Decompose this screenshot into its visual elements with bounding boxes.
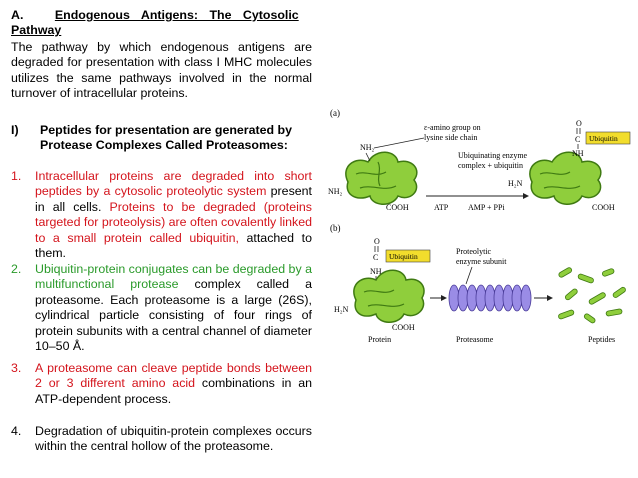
nh2-end-label: NH₂ [328,187,343,196]
proteasome-ring [475,284,487,312]
item-1-black-text-2: attached to them. [35,230,312,261]
protein-b-icon [353,269,425,323]
item-3-red-text: A proteasome can cleave peptide bonds be… [35,361,312,391]
heading-letter: A. [11,8,24,22]
item-3-number: 3. [11,361,22,375]
section-i-number: I) [11,123,19,137]
enzyme-label-1: Ubiquinating enzyme [458,151,528,160]
heading-title-line2: Pathway [11,23,62,38]
section-i-heading: I) Peptides for presentation are generate… [11,123,312,154]
protein-label: Protein [368,335,391,344]
panel-a-label: (a) [330,108,340,118]
proteasome-ring [502,284,514,312]
list-item: 2. Ubiquitin-protein conjugates can be d… [11,262,312,354]
panel-b-label: (b) [330,223,341,233]
proteasome-ring [448,284,460,312]
c-label: C [575,135,580,144]
proteasome-ring [457,284,469,312]
ubiquitin-tag-icon [585,131,631,145]
o-label: O [576,119,582,128]
enzyme-label-2: complex + ubiquitin [458,161,523,170]
list-item: 1. Intracellular proteins are degraded i… [11,169,312,261]
nh-label: NH [572,149,584,158]
item-1-red-text-2: Proteins to be degraded (proteins target… [35,199,312,245]
nh2-label: NH₂ [360,143,375,152]
item-4-text: Degradation of ubiquitin-protein complex… [35,424,312,454]
item-1-black-text: present in all cells. [35,184,312,214]
proteasome-ring [520,284,532,312]
item-2-black-text: complex called a proteasome. Each protea… [35,277,312,354]
ubiquitin-label-b: Ubiquitin [389,252,418,261]
atp-label: ATP [434,203,449,212]
proteasome-icon [430,284,553,312]
o-label-b: O [374,237,380,246]
ubiquitin-tag-b-icon [385,249,431,263]
ubiquitin-label: Ubiquitin [589,134,618,143]
c-label-b: C [373,253,378,262]
list-item: 4. Degradation of ubiquitin-protein comp… [11,424,312,455]
proteasome-ring [493,284,505,312]
item-4-number: 4. [11,424,22,438]
amp-label: AMP + PPi [468,203,505,212]
item-1-number: 1. [11,169,22,183]
protein-left-icon [345,151,418,205]
nh-label-b: NH [370,267,382,276]
item-2-green-text: Ubiquitin-protein conjugates can be degr… [35,262,312,292]
peptides-icon [558,267,626,324]
proteasome-ring [511,284,523,312]
item-1-red-text: Intracellular proteins are degraded into… [35,169,312,199]
heading: A. Endogenous Antigens: The Cytosolic Pa… [11,8,311,39]
amino-group-label-1: ε-amino group on [424,123,481,132]
proteasome-ring [484,284,496,312]
item-2-number: 2. [11,262,22,276]
cooh-label: COOH [386,203,409,212]
proteolytic-label-1: Proteolytic [456,247,492,256]
cooh-label-b: COOH [392,323,415,332]
protein-right-icon [529,151,602,205]
h2n-label-b: H₂N [334,305,349,314]
peptides-label: Peptides [588,335,615,344]
proteasome-label: Proteasome [456,335,494,344]
section-i-line2: Protease Complexes Called Proteasomes: [40,138,288,153]
cooh-right-label: COOH [592,203,615,212]
ubiquitin-proteasome-figure: (a) (b) NH₂ NH₂ COOH ε-amino group on ly… [328,108,631,344]
h2n-label: H₂N [508,179,523,188]
proteolytic-label-2: enzyme subunit [456,257,507,266]
amino-group-label-2: lysine side chain [424,133,477,142]
item-3-black-text: combinations in an ATP-dependent process… [35,376,312,406]
heading-title-line1: Endogenous Antigens: The Cytosolic [54,8,299,22]
proteasome-ring [466,284,478,312]
list-item: 3. A proteasome can cleave peptide bonds… [11,361,312,407]
intro-paragraph: The pathway by which endogenous antigens… [11,40,312,101]
section-i-line1: Peptides for presentation are generated … [40,123,293,137]
